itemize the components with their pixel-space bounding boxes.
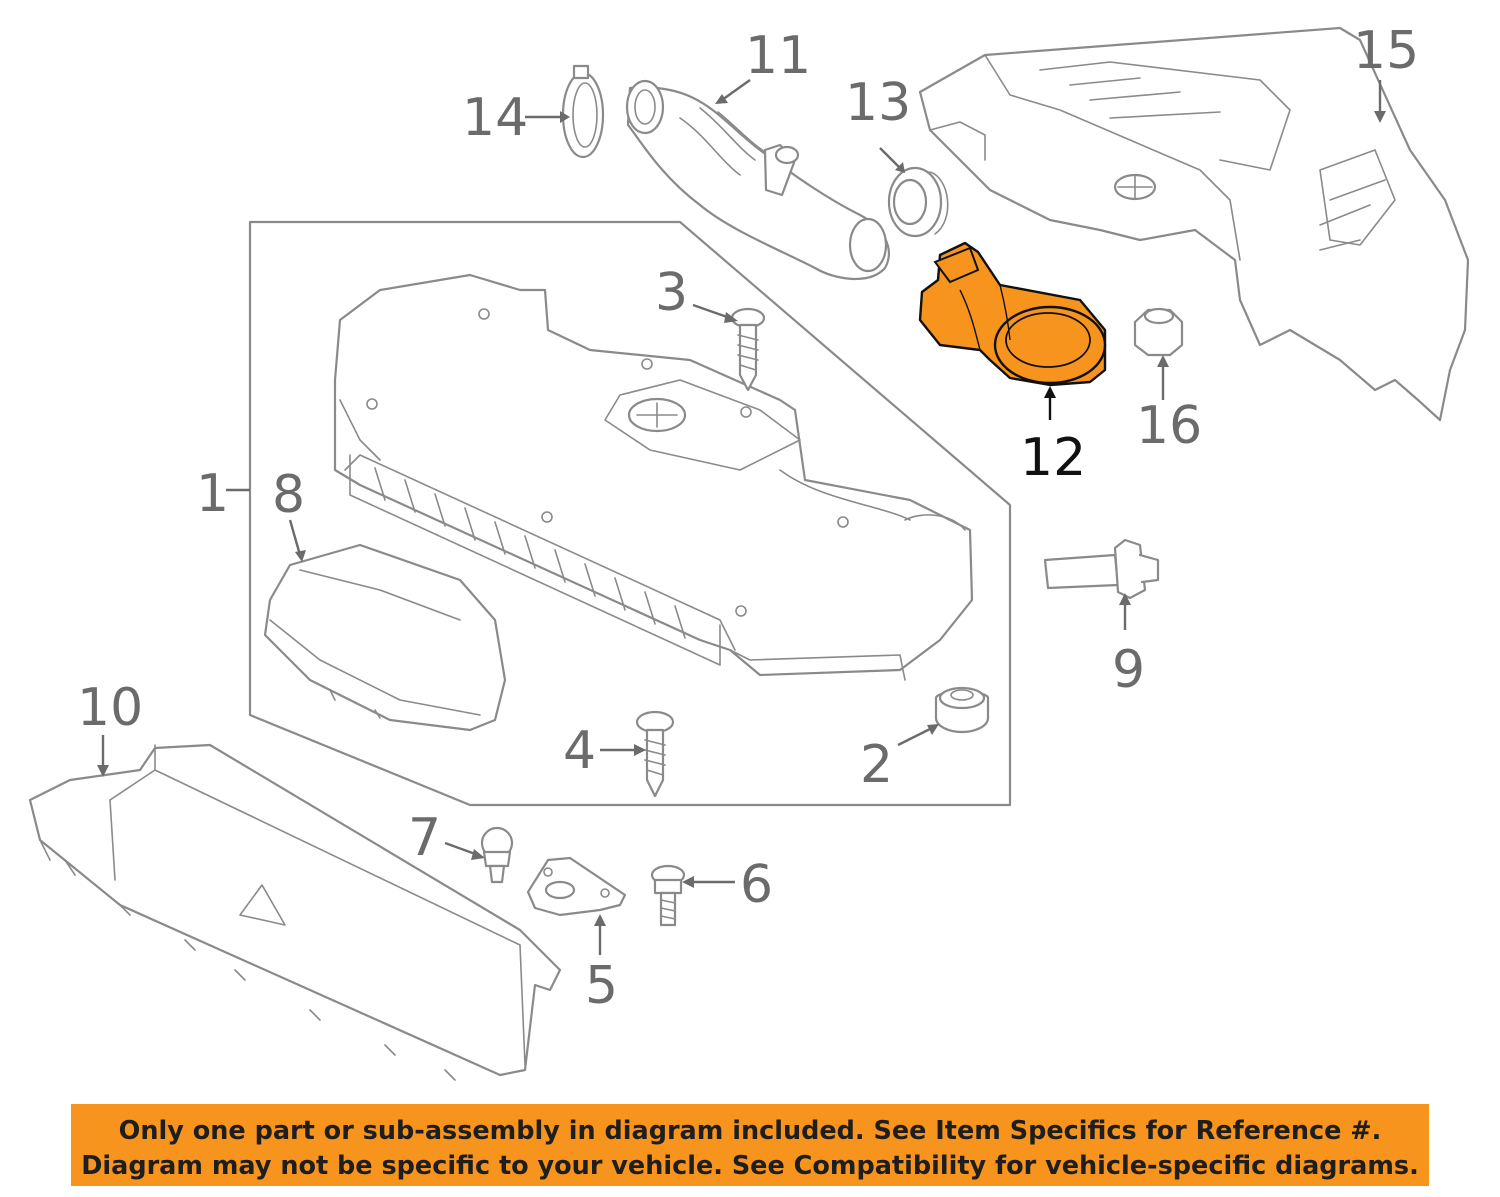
callout-6: 6 (740, 855, 773, 915)
callout-16: 16 (1136, 396, 1202, 456)
callout-10: 10 (77, 678, 143, 738)
part-7-ball-stud (480, 826, 514, 884)
part-9-push-pin (1043, 538, 1160, 600)
part-1-air-filter-housing (333, 273, 974, 681)
callout-8: 8 (272, 465, 305, 525)
part-13-seal (887, 166, 949, 238)
disclaimer-banner: Only one part or sub-assembly in diagram… (71, 1104, 1429, 1186)
part-2-grommet (934, 686, 990, 734)
assembly-outline (248, 220, 1012, 807)
part-8-filter-element (263, 543, 507, 732)
part-12-intake-elbow (918, 241, 1107, 387)
part-10-lower-duct (28, 743, 562, 1081)
callout-2: 2 (860, 735, 893, 795)
part-3-screw (730, 307, 766, 392)
part-5-bracket (526, 856, 627, 917)
callout-13: 13 (845, 73, 911, 133)
callout-9: 9 (1112, 640, 1145, 700)
callout-labels: 1 2 3 4 5 6 7 8 9 10 11 12 13 14 15 16 (77, 21, 1419, 1016)
part-4-screw (635, 710, 675, 798)
part-11-intake-hose (625, 79, 890, 280)
part-16-nut (1133, 307, 1184, 357)
leader-lines (97, 79, 1386, 955)
callout-3: 3 (655, 263, 688, 323)
callout-1: 1 (196, 464, 229, 524)
disclaimer-line-1: Only one part or sub-assembly in diagram… (118, 1116, 1382, 1146)
callout-15: 15 (1353, 21, 1419, 81)
callout-7: 7 (408, 808, 441, 868)
callout-4: 4 (563, 721, 596, 781)
disclaimer-line-2: Diagram may not be specific to your vehi… (81, 1151, 1419, 1181)
part-14-clamp (561, 64, 605, 159)
callout-11: 11 (745, 26, 811, 86)
part-6-bolt (650, 864, 686, 927)
callout-14: 14 (462, 88, 528, 148)
callout-5: 5 (585, 956, 618, 1016)
callout-12: 12 (1020, 428, 1086, 488)
part-15-engine-cover (918, 26, 1470, 422)
